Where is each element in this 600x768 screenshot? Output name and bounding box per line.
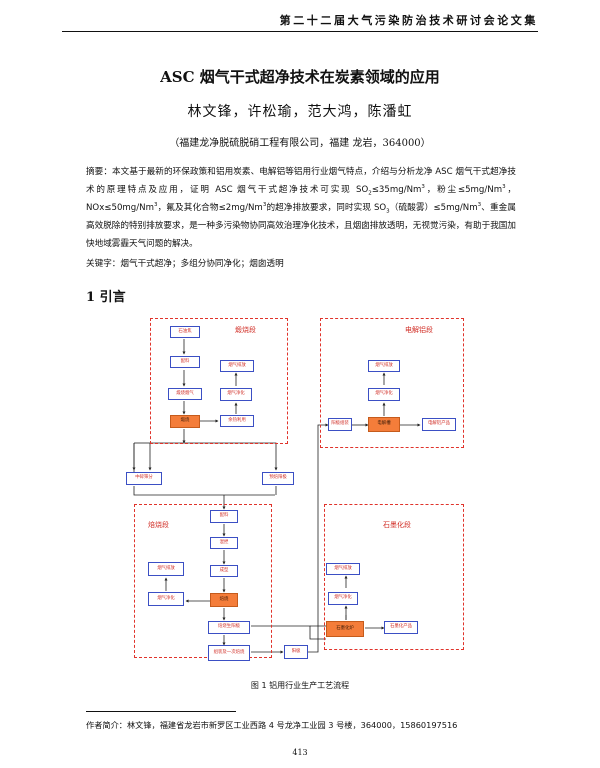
box-graphitization-furnace: 石墨化炉 [326, 621, 364, 637]
box-calcination: 煅烧 [170, 415, 200, 428]
region-roasting [134, 504, 272, 658]
region-label-roasting: 焙烧段 [148, 521, 169, 529]
header-rule [62, 31, 538, 32]
region-electrolysis [320, 318, 464, 448]
abstract: 摘要：本文基于最新的环保政策和铝用炭素、电解铝等铝用行业烟气特点，介绍与分析龙净… [86, 167, 516, 249]
region-graphitization [324, 504, 464, 650]
box-electrolytic-cell: 电解槽 [368, 417, 400, 432]
region-label-calcination: 煅烧段 [235, 326, 256, 334]
box-batching: 配料 [170, 356, 200, 368]
figure-caption: 图 1 铝用行业生产工艺流程 [250, 681, 350, 690]
box-electrolysis-gas-cleaning: 烟气净化 [368, 388, 400, 401]
region-label-graphitization: 石墨化段 [383, 521, 411, 529]
process-flow-diagram: 煅烧段 电解铝段 焙烧段 石墨化段 石油焦 配料 煅烧烟气 煅烧 烟气排放 烟气… [120, 310, 480, 672]
footnote-rule [86, 711, 236, 712]
box-forming: 成型 [210, 565, 238, 577]
paper-affiliation: （福建龙净脱硫脱硝工程有限公司，福建 龙岩，364000） [169, 138, 431, 149]
box-electrolytic-aluminum-product: 电解铝产品 [422, 418, 456, 431]
box-roasting-gas-emission: 烟气排放 [148, 562, 184, 576]
author-footnote: 作者简介：林文锋，福建省龙岩市新罗区工业西路 4 号龙净工业园 3 号楼，364… [86, 720, 458, 730]
keywords: 关键字：烟气干式超净；多组分协同净化；烟囱透明 [86, 259, 284, 269]
box-graphitization-gas-cleaning: 烟气净化 [328, 592, 358, 605]
box-roasting-batching: 配料 [210, 510, 238, 523]
box-prebaked-anode: 预焙阳极 [262, 472, 294, 485]
box-roasting-gas-cleaning: 烟气净化 [148, 592, 184, 606]
box-calcination-flue-gas: 煅烧烟气 [168, 388, 202, 400]
region-calcination [150, 318, 288, 444]
box-kneading: 混捏 [210, 537, 238, 549]
box-electrolysis-gas-emission: 烟气排放 [368, 360, 400, 372]
box-anode: 阳极 [284, 645, 308, 659]
box-roasting: 焙烧 [210, 593, 238, 607]
box-waste-heat-recovery: 余热利用 [220, 415, 254, 427]
section-heading: 1 引言 [86, 290, 126, 305]
proceedings-header: 第二十二届大气污染防治技术研讨会论文集 [279, 14, 538, 27]
box-anode-assembly: 阳极组装 [328, 418, 352, 431]
abstract-label: 摘要： [86, 167, 112, 177]
region-label-electrolysis: 电解铝段 [405, 326, 433, 334]
page-number: 413 [292, 748, 308, 757]
paper-authors: 林文锋，许松瑜，范大鸿，陈潘虹 [187, 104, 413, 120]
box-graphitization-gas-emission: 烟气排放 [326, 563, 360, 575]
box-calcination-gas-cleaning: 烟气净化 [220, 388, 252, 401]
box-petroleum-coke: 石油焦 [170, 326, 200, 338]
box-baked-green-anode: 焙烧生阳极 [208, 621, 250, 634]
paper-title: ASC 烟气干式超净技术在炭素领域的应用 [160, 68, 440, 86]
box-assembly-primary-roasting: 组装及一次焙烧 [208, 645, 250, 661]
box-graphitization-product: 石墨化产品 [384, 621, 418, 634]
box-calcination-gas-emission: 烟气排放 [220, 360, 254, 372]
box-crushing-screening: 中碎筛分 [126, 472, 162, 485]
